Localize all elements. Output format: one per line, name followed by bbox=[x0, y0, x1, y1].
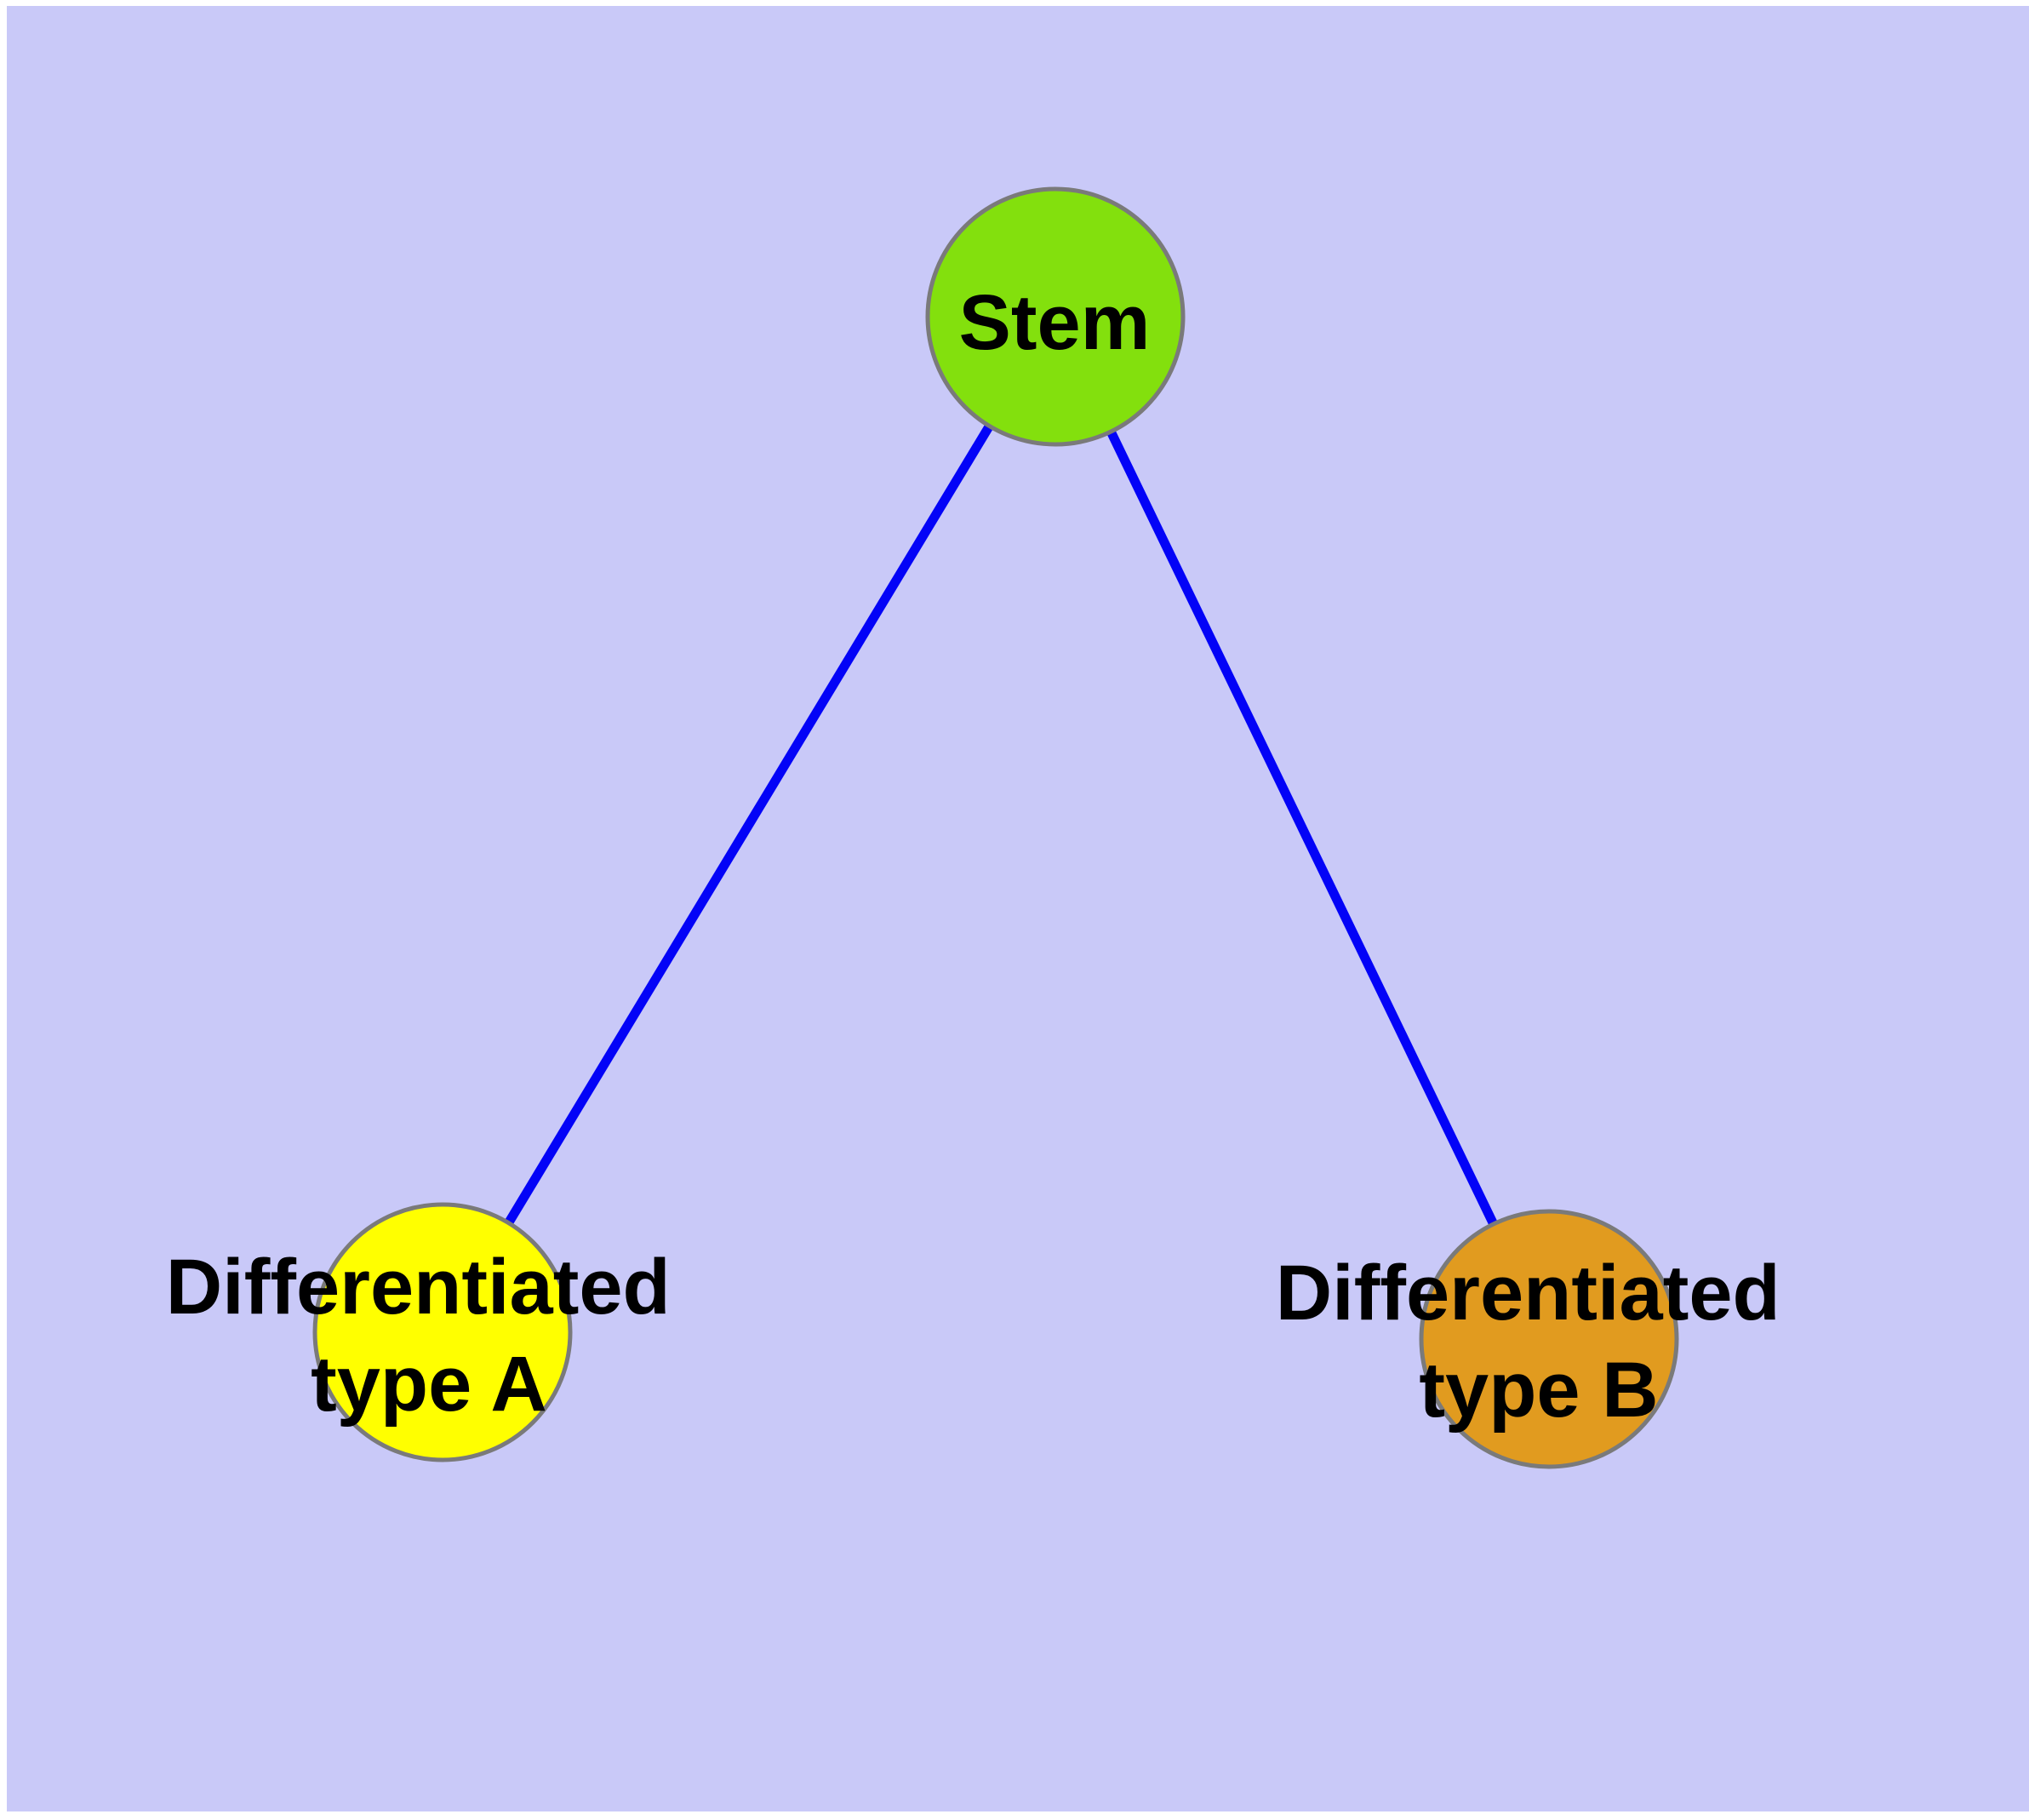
type-b-node-circle bbox=[1419, 1209, 1679, 1469]
edges-layer bbox=[438, 314, 1553, 1342]
node-differentiated-type-a: Differentiated type A bbox=[166, 1202, 693, 1462]
stem-node-circle bbox=[925, 186, 1186, 447]
type-b-node-label: Differentiated type B bbox=[1276, 1250, 1803, 1434]
node-differentiated-type-b: Differentiated type B bbox=[1276, 1209, 1803, 1469]
edge-stem-to-type-b bbox=[1051, 314, 1553, 1342]
stem-node-label: Stem bbox=[959, 279, 1151, 366]
edge-stem-to-type-a bbox=[438, 314, 1060, 1335]
type-b-label-line-2: type B bbox=[1419, 1347, 1658, 1434]
type-b-label-line-1: Differentiated bbox=[1276, 1250, 1780, 1336]
type-a-label-line-1: Differentiated bbox=[166, 1244, 671, 1331]
type-a-node-label: Differentiated type A bbox=[166, 1244, 693, 1428]
type-a-label-line-2: type A bbox=[311, 1341, 547, 1428]
stem-label-line-1: Stem bbox=[959, 279, 1151, 366]
node-stem: Stem bbox=[925, 186, 1186, 447]
type-a-node-circle bbox=[312, 1202, 573, 1462]
